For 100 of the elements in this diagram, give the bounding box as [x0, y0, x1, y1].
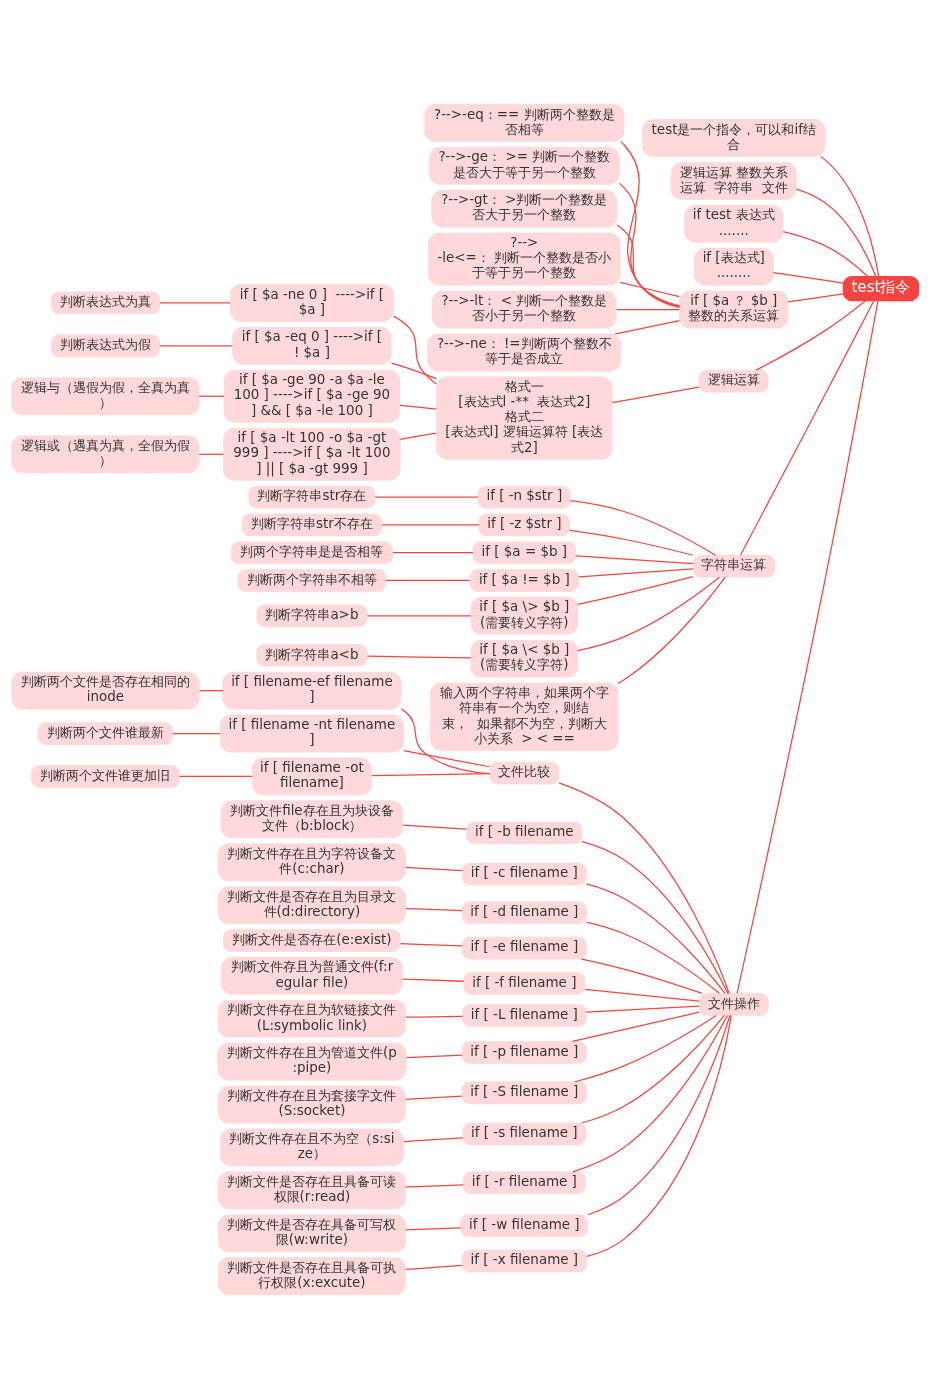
- connector: [585, 1005, 700, 1013]
- connector: [584, 988, 700, 1002]
- connector: [577, 576, 694, 606]
- connector: [581, 840, 729, 995]
- connector: [574, 1014, 717, 1083]
- connector: [617, 576, 726, 685]
- connector: [381, 524, 480, 526]
- connector: [392, 315, 437, 385]
- node-box: 判断文件file存在且为块设备文件（b:block）: [220, 800, 404, 839]
- connector: [755, 299, 867, 371]
- connector: [611, 386, 700, 404]
- node-box: 判断字符串str存在: [248, 485, 376, 509]
- node-box: 判断字符串a>b: [256, 604, 368, 628]
- connector: [399, 432, 437, 440]
- node-box: 逻辑运算 整数关系运算 字符串 文件: [670, 162, 797, 200]
- node-box: if [ -s filename ]: [462, 1122, 587, 1146]
- node-box: if [表达式] ........: [693, 247, 774, 286]
- node-box: 判断两个文件谁更加旧: [30, 765, 180, 788]
- node-box: if test 表达式 .......: [684, 204, 784, 243]
- node-box: if [ -L filename ]: [462, 1004, 587, 1027]
- node-box: 判断文件存在且为字符设备文件(c:char): [217, 843, 407, 882]
- node-box: 判断两个文件谁最新: [37, 722, 174, 745]
- node-box: ?--> -le<=： 判断一个整数是否小于等于另一个整数: [428, 232, 621, 286]
- node-box: 判断两个字符串不相等: [237, 569, 387, 592]
- node-box: if [ filename -nt filename ]: [219, 714, 404, 753]
- connector: [399, 404, 437, 410]
- node-box: 逻辑与（遇假为假，全真为真）: [11, 377, 200, 416]
- connector: [787, 293, 845, 303]
- connector: [578, 568, 694, 578]
- connector: [569, 500, 717, 556]
- connector: [405, 1184, 464, 1188]
- node-box: if [ -p filename ]: [461, 1041, 587, 1064]
- connector: [572, 1014, 729, 1173]
- connector: [587, 1014, 731, 1216]
- node-box: 逻辑或（遇真为真，全假为假）: [11, 435, 200, 474]
- node-box: if [ -f filename ]: [463, 972, 586, 995]
- connector: [159, 302, 231, 304]
- node-box: 文件比较: [489, 761, 560, 785]
- node-box: if [ -b filename: [466, 821, 583, 845]
- node-box: 判断文件存在且为软链接文件(L:symbolic link): [217, 999, 407, 1038]
- node-box: ?-->-lt： < 判断一个整数是否小于另一个整数: [431, 290, 617, 329]
- node-box: ?-->-gt： >判断一个整数是否大于另一个整数: [431, 189, 618, 228]
- connector: [179, 775, 253, 778]
- node-box: if [ -S filename ]: [461, 1081, 587, 1105]
- node-box: 判断文件存在且为套接字文件(S:socket): [217, 1085, 407, 1124]
- node-box: ?-->-ge： >= 判断一个整数是否大于等于另一个整数: [428, 146, 620, 185]
- node-box: if [ -n $str ]: [477, 485, 571, 509]
- node-box: 判断文件是否存在且为目录文件(d:directory): [217, 886, 407, 925]
- node-box: 判断文件存在且为管道文件(p:pipe): [217, 1042, 407, 1081]
- connector: [159, 345, 233, 347]
- node-box: 判断表达式为假: [50, 334, 161, 358]
- node-box: 文件操作: [698, 993, 769, 1016]
- connector: [402, 978, 465, 982]
- connector: [405, 1015, 463, 1018]
- node-box: if [ $a \> $b ] (需要转义字符): [470, 596, 579, 635]
- connector: [405, 1095, 463, 1100]
- node-box: 判断字符串a<b: [256, 644, 368, 667]
- connector: [405, 1054, 463, 1059]
- connector: [172, 732, 221, 735]
- connector: [585, 883, 726, 994]
- node-box: if [ $a \< $b ] (需要转义字符): [470, 639, 579, 678]
- connector: [620, 140, 681, 308]
- node-box: 判两个字符串是是否相等: [230, 541, 394, 565]
- node-box: 判断文件是否存在且具备可执行权限(x:excute): [217, 1257, 407, 1296]
- node-box: ?-->-eq：== 判断两个整数是否相等: [424, 103, 625, 142]
- connector: [198, 395, 225, 397]
- node-box: 判断文件是否存在(e:exist): [223, 929, 401, 952]
- connector: [616, 309, 681, 311]
- connector: [392, 552, 474, 554]
- node-box: 逻辑运算: [698, 369, 769, 393]
- node-box: if [ -d filename ]: [461, 901, 587, 925]
- node-box: 输入两个字符串，如果两个字符串有一个为空，则结束， 如果都不为空，判断大小关系 > < ==: [430, 682, 619, 751]
- connector: [585, 921, 721, 994]
- node-box: 判断字符串str不存在: [241, 513, 383, 537]
- node-box: if [ -c filename ]: [462, 862, 587, 886]
- connector: [571, 1011, 700, 1043]
- connector: [405, 907, 463, 912]
- node-box: 判断文件存且为普通文件(f:regular file): [221, 956, 403, 995]
- node-box: 判断文件是否存在且具备可读权限(r:read): [217, 1171, 407, 1210]
- connector: [569, 529, 694, 556]
- node-box: if [ -e filename ]: [461, 936, 587, 960]
- connector: [403, 750, 491, 768]
- connector: [390, 362, 437, 380]
- connector: [366, 615, 472, 617]
- connector: [371, 773, 491, 777]
- node-box: if [ $a -ge 90 -a $a -le 100 ] ---->if [ $a -ge 90 ] && [ $a -le 100 ]: [223, 369, 401, 423]
- node-box: if [ -r filename ]: [462, 1171, 586, 1195]
- node-box: if [ -w filename ]: [460, 1214, 589, 1237]
- connector: [618, 182, 680, 308]
- node-box: 字符串运算: [692, 554, 775, 578]
- connector: [820, 156, 880, 278]
- node-box: 判断两个文件是否存在相同的inode: [11, 671, 200, 710]
- connector: [739, 300, 875, 556]
- connector: [399, 943, 463, 947]
- connector: [385, 579, 471, 582]
- connector: [577, 576, 720, 652]
- node-box: if [ $a -lt 100 -o $a -gt 999 ] ---->if [ $a -lt 100 ] || [ $a -gt 999 ]: [223, 427, 401, 481]
- node-box: if [ $a -ne 0 ] ---->if [ $a ]: [229, 283, 394, 322]
- node-box: 判断文件存在且不为空（s:size）: [219, 1128, 404, 1167]
- connector: [614, 320, 681, 335]
